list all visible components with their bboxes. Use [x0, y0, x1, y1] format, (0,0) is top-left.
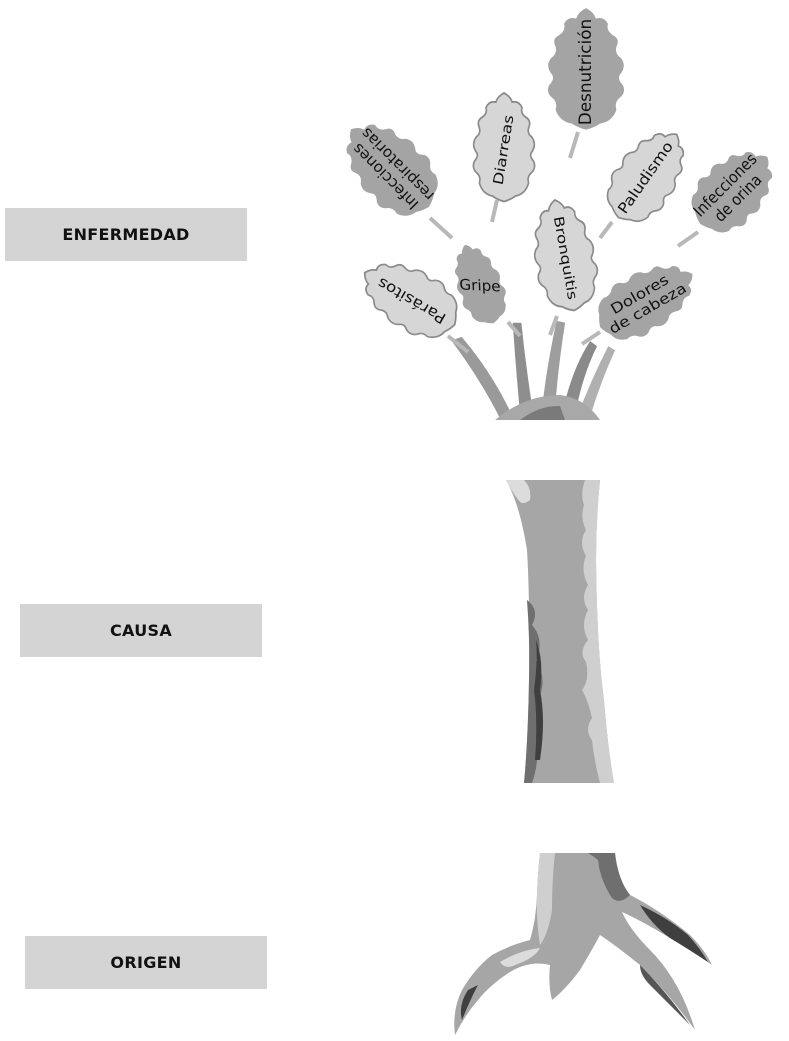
leaf-diarreas: Diarreas	[473, 93, 534, 202]
leaf-parasitos: Parásitos	[350, 247, 470, 351]
trunk	[506, 480, 614, 783]
leaf-bronquitis: Bronquitis	[525, 195, 603, 316]
leaf-dolores-cabeza: Dolores de cabeza	[584, 247, 709, 354]
branches	[450, 320, 616, 420]
leaf-paludismo: Paludismo	[594, 117, 701, 234]
leaf-infecciones-respiratorias: Infecciones respiratorias	[325, 103, 454, 232]
roots	[454, 853, 712, 1035]
leaf-desnutricion-text: Desnutrición	[575, 19, 595, 125]
leaf-desnutricion: Desnutrición	[547, 7, 625, 131]
leaf-infecciones-orina: Infecciones de orina	[676, 133, 789, 248]
leaf-gripe-text: Gripe	[459, 276, 501, 296]
